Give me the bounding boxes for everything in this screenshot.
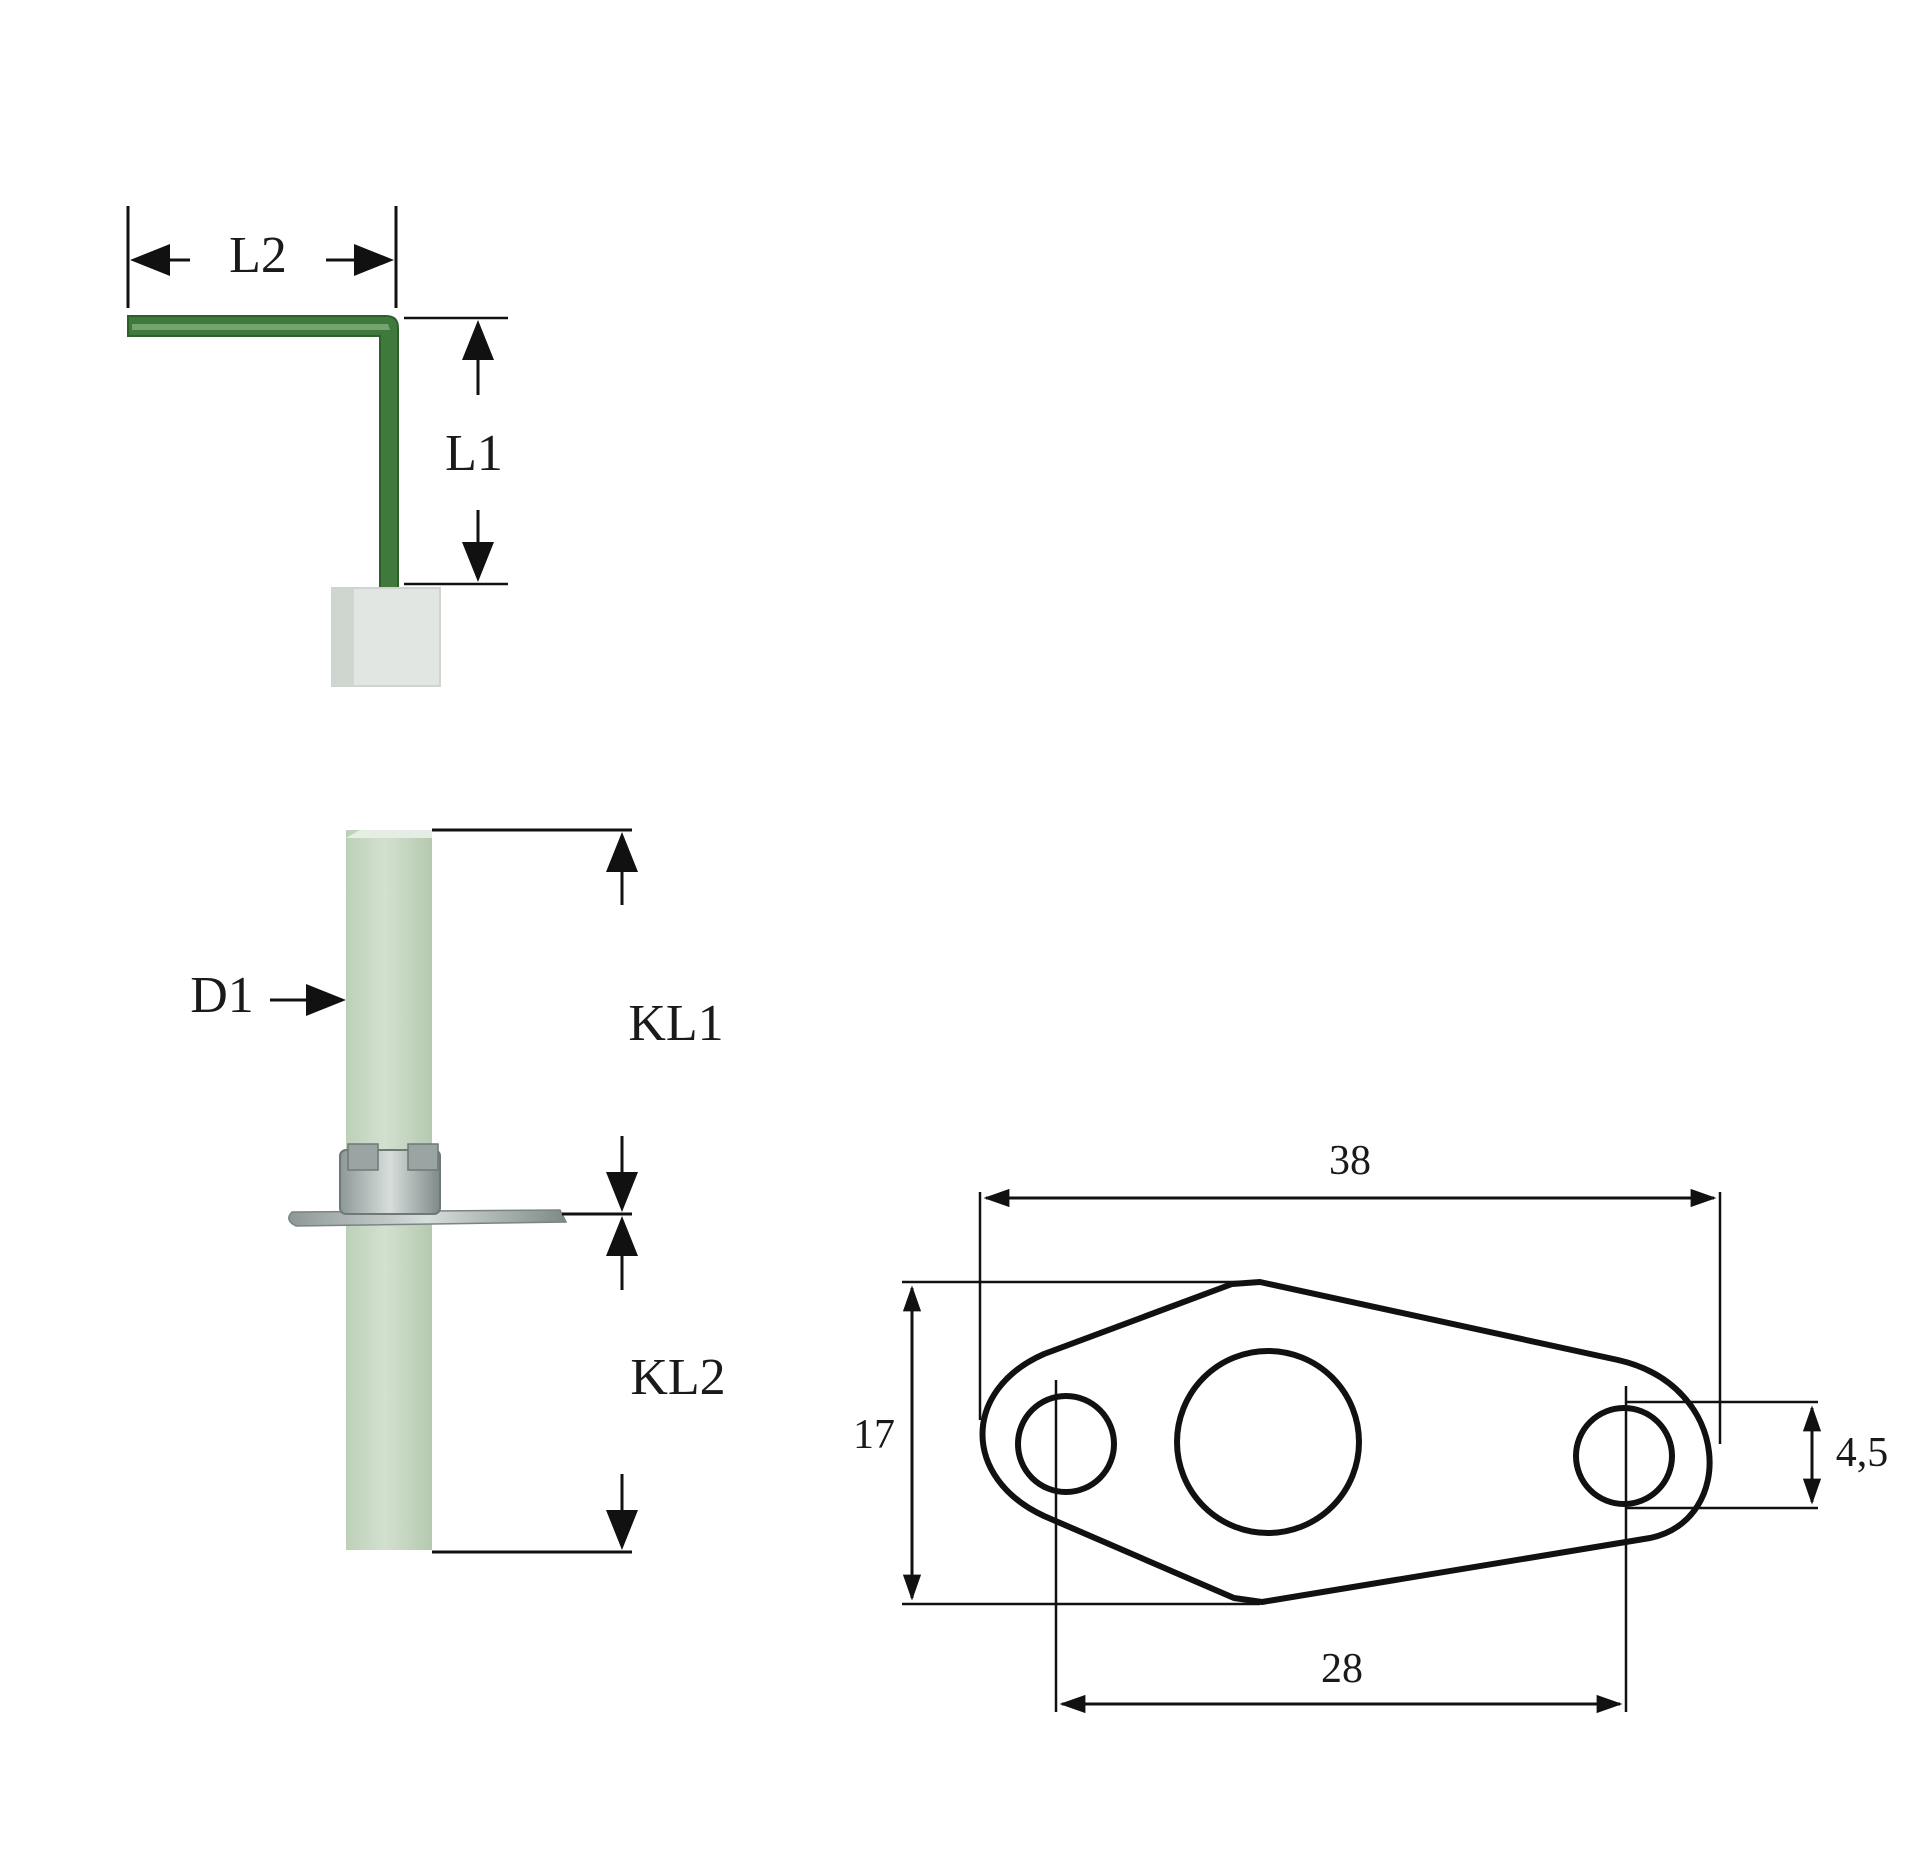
mounting-hole-right xyxy=(1573,1405,1675,1507)
dim-hole-spacing: 28 xyxy=(1321,1646,1363,1692)
electrode-wire xyxy=(127,315,399,589)
dim-hole-diameter: 4,5 xyxy=(1836,1430,1889,1476)
flange-outline xyxy=(979,1279,1713,1605)
ignition-rod-view: D1 KL1 KL2 xyxy=(190,828,726,1554)
flange-plan-view: 38 17 28 4,5 xyxy=(853,1138,1889,1714)
label-kl1: KL1 xyxy=(628,995,723,1052)
dim-height: 17 xyxy=(853,1412,895,1458)
label-d1: D1 xyxy=(190,967,254,1024)
electrode-side-view: L2 L1 xyxy=(126,206,508,687)
label-l2: L2 xyxy=(229,227,287,284)
label-l1: L1 xyxy=(445,425,503,482)
dim-overall-length: 38 xyxy=(1329,1138,1371,1184)
mounting-hole-left xyxy=(1015,1393,1117,1495)
label-kl2: KL2 xyxy=(630,1349,725,1406)
center-bore xyxy=(1174,1348,1362,1536)
